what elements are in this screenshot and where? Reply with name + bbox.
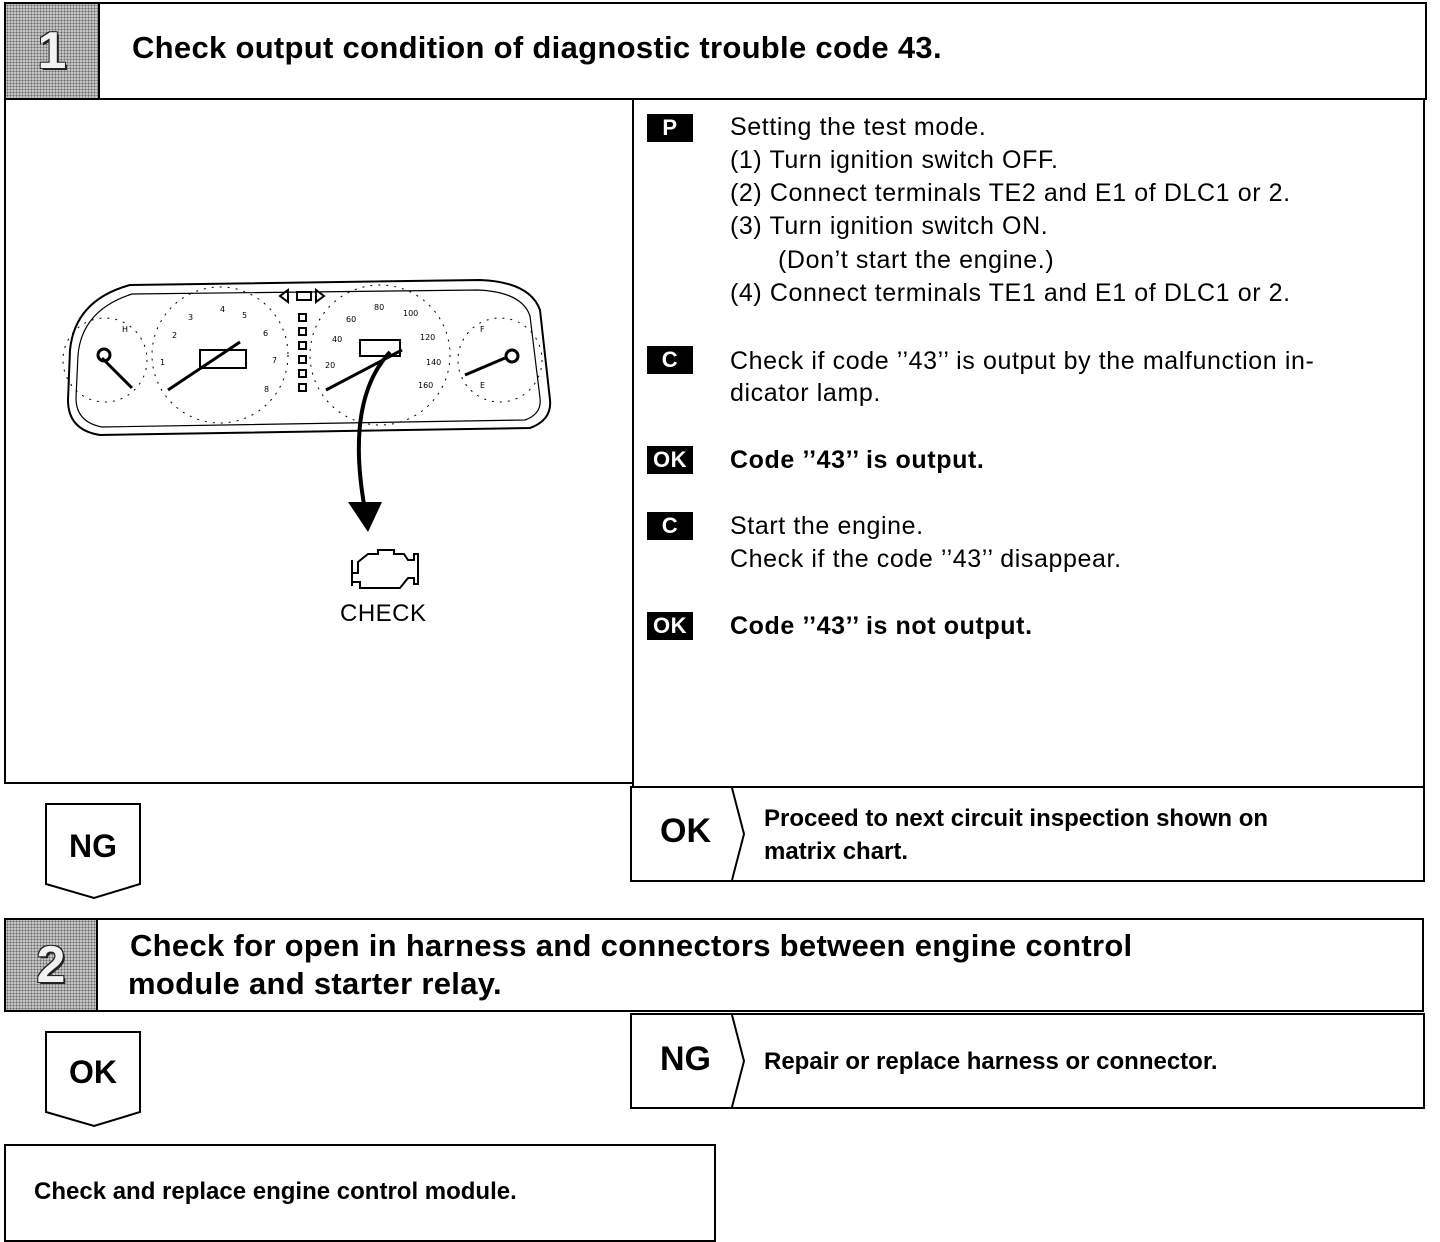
svg-text:3: 3 [188, 313, 193, 322]
step1-ng-label: NG [69, 828, 117, 864]
svg-text:2: 2 [172, 331, 177, 340]
check-lamp-label: CHECK [340, 600, 427, 627]
step2-number-divider [96, 920, 98, 1010]
ok-pentagon [45, 1031, 141, 1128]
instruction-p-line-6: (4) Connect terminals TE1 and E1 of DLC1… [730, 279, 1291, 307]
instrument-cluster-illustration: 1 2 3 4 5 6 7 8 H 20 40 60 80 100 120 140 160 F E [62, 278, 552, 589]
final-action-box [4, 1144, 716, 1242]
svg-text:120: 120 [420, 333, 435, 342]
badge-c-2: C [647, 512, 693, 540]
svg-text:160: 160 [418, 381, 433, 390]
step1-title: Check output condition of diagnostic tro… [132, 30, 942, 65]
svg-text:H: H [122, 325, 128, 334]
svg-text:5: 5 [242, 311, 247, 320]
tachometer [151, 286, 289, 424]
cluster-outline [66, 278, 552, 437]
step2-number: 2 [6, 920, 96, 1010]
ng-result-divider [731, 1015, 746, 1107]
step2-ng-label: NG [660, 1040, 711, 1078]
instruction-p-line-3: (2) Connect terminals TE2 and E1 of DLC1… [730, 179, 1291, 207]
instruction-c2-line-1: Start the engine. [730, 512, 924, 540]
step1-ok-result-box [630, 786, 1425, 882]
svg-text:7: 7 [272, 356, 277, 365]
step2-header [4, 918, 1424, 1012]
step1-header [4, 2, 1427, 100]
svg-text:8: 8 [264, 385, 269, 394]
instruction-c1-line-2: dicator lamp. [730, 379, 881, 407]
final-action-text: Check and replace engine control module. [34, 1178, 517, 1205]
instruction-p-line-1: Setting the test mode. [730, 113, 987, 141]
svg-text:60: 60 [346, 315, 356, 324]
instruction-ok2-line-1: Code ’’43’’ is not output. [730, 612, 1033, 640]
step2-ng-result-box [630, 1013, 1425, 1109]
svg-text:80: 80 [374, 303, 384, 312]
step1-ok-text-line-2: matrix chart. [764, 838, 909, 865]
svg-text:1: 1 [160, 358, 165, 367]
svg-text:4: 4 [220, 305, 225, 314]
instruction-c2-line-2: Check if the code ’’43’’ disappear. [730, 545, 1122, 573]
step1-ok-text-line-1: Proceed to next circuit inspection shown… [764, 805, 1269, 832]
ok-result-divider [731, 788, 746, 880]
instruction-ok1-line-1: Code ’’43’’ is output. [730, 446, 985, 474]
badge-ok-1: OK [647, 446, 693, 474]
step2-ok-label: OK [69, 1054, 117, 1090]
svg-text:20: 20 [325, 361, 335, 370]
ng-pentagon [45, 803, 141, 900]
svg-text:E: E [480, 381, 485, 390]
step1-number-divider [98, 4, 100, 98]
instruction-p-line-4: (3) Turn ignition switch ON. [730, 212, 1049, 240]
badge-c-1: C [647, 346, 693, 374]
temp-gauge [457, 317, 543, 403]
instruction-p-line-5: (Don’t start the engine.) [778, 246, 1055, 274]
svg-text:100: 100 [403, 309, 418, 318]
step2-title-line-1: Check for open in harness and connectors… [130, 928, 1133, 963]
svg-text:40: 40 [332, 335, 342, 344]
svg-text:6: 6 [263, 329, 268, 338]
badge-ok-2: OK [647, 612, 693, 640]
svg-text:140: 140 [426, 358, 441, 367]
instruction-c1-line-1: Check if code ’’43’’ is output by the ma… [730, 347, 1315, 375]
step1-number: 1 [6, 4, 98, 98]
step1-illustration-panel [4, 98, 634, 784]
fuel-gauge [62, 317, 148, 403]
step2-title-line-2: module and starter relay. [128, 966, 502, 1001]
step2-ng-text: Repair or replace harness or connector. [764, 1048, 1218, 1075]
instruction-p-line-2: (1) Turn ignition switch OFF. [730, 146, 1059, 174]
svg-text:F: F [480, 325, 485, 334]
speedometer [309, 284, 451, 426]
engine-check-icon [351, 549, 419, 589]
step1-ok-label: OK [660, 812, 711, 850]
badge-p: P [647, 114, 693, 142]
